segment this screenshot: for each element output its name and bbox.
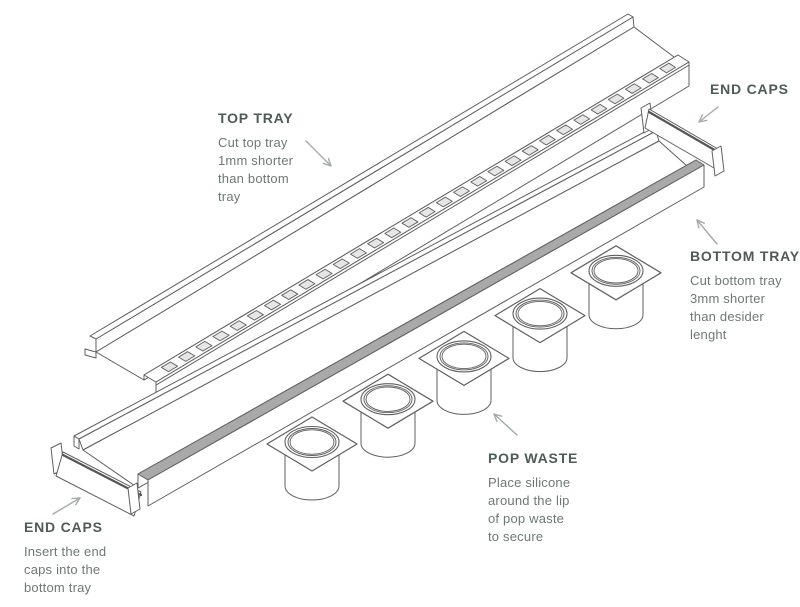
pop-waste-rim bbox=[360, 383, 416, 416]
arrow-pop-waste-head bbox=[493, 413, 503, 423]
end-cap-top-lip bbox=[647, 110, 720, 154]
top-tray-slot bbox=[418, 206, 436, 218]
arrow-end-caps-top-head bbox=[698, 114, 708, 123]
arrow-top-tray bbox=[305, 140, 332, 167]
pop-waste-rim bbox=[591, 256, 641, 285]
end-cap-top-right-ear bbox=[711, 145, 725, 177]
pop-waste-rim bbox=[588, 254, 644, 287]
top-tray-slot bbox=[624, 83, 642, 94]
pop-waste-rim bbox=[517, 300, 563, 327]
top-tray-slot bbox=[212, 330, 230, 342]
top-tray-rail-foot bbox=[84, 348, 97, 359]
top-tray-slot bbox=[160, 361, 179, 373]
top-tray-slot bbox=[556, 124, 573, 136]
top-tray-slot bbox=[384, 227, 402, 239]
end-cap-top-right bbox=[640, 102, 725, 177]
label-pop-waste: POP WASTE Place silicone around the lip … bbox=[488, 450, 608, 546]
label-end-caps-top: END CAPS bbox=[710, 81, 789, 97]
top-tray-slot bbox=[281, 289, 299, 300]
end-cap-bottom-right-ear bbox=[127, 482, 141, 515]
top-tray-slot bbox=[246, 310, 264, 321]
top-tray-slot bbox=[470, 176, 488, 187]
label-end-caps-bottom-body: Insert the end caps into the bottom tray bbox=[24, 544, 107, 595]
top-tray-slot bbox=[659, 62, 676, 74]
pop-waste-rim bbox=[439, 342, 489, 371]
top-tray-slot bbox=[642, 73, 659, 84]
pop-waste-rim bbox=[287, 428, 337, 456]
top-tray-wall-edge-line bbox=[155, 64, 690, 386]
pop-waste-rim bbox=[284, 425, 340, 459]
pop-waste-rim bbox=[441, 343, 487, 370]
top-tray-slot bbox=[349, 248, 367, 259]
pop-waste-rim bbox=[515, 299, 565, 328]
bottom-tray bbox=[73, 127, 705, 507]
arrow-pop-waste bbox=[493, 413, 518, 436]
label-bottom-tray: BOTTOM TRAY Cut bottom tray 3mm shorter … bbox=[690, 248, 800, 344]
top-tray-slot bbox=[298, 279, 316, 290]
top-tray-slot bbox=[590, 103, 608, 115]
pop-waste-rim bbox=[593, 258, 639, 284]
pop-waste-5 bbox=[570, 245, 662, 330]
top-tray-slot bbox=[195, 340, 213, 352]
pop-waste-3 bbox=[418, 330, 510, 415]
label-pop-waste-title: POP WASTE bbox=[488, 450, 579, 466]
top-tray-slot bbox=[539, 134, 556, 146]
top-tray-slot bbox=[453, 186, 470, 197]
top-tray-slot bbox=[487, 165, 505, 177]
arrow-end-caps-bottom-head bbox=[71, 497, 81, 506]
label-end-caps-bottom-title: END CAPS bbox=[24, 519, 103, 535]
label-top-tray-body: Cut top tray 1mm shorter than bottom tra… bbox=[218, 135, 294, 204]
top-tray-slot bbox=[435, 196, 453, 208]
top-tray-slot bbox=[332, 258, 350, 270]
pop-waste-rim bbox=[363, 385, 413, 414]
arrow-bottom-tray-head bbox=[696, 219, 706, 229]
pop-waste-rim bbox=[512, 297, 568, 330]
arrow-bottom-tray bbox=[696, 219, 718, 245]
top-tray-slot bbox=[264, 299, 282, 311]
bottom-tray-near-wall bbox=[147, 164, 705, 507]
annotation-arrows bbox=[52, 106, 719, 515]
top-tray-slot bbox=[315, 268, 333, 280]
top-tray bbox=[84, 13, 690, 407]
label-top-tray-title: TOP TRAY bbox=[218, 110, 294, 126]
top-tray-slot bbox=[573, 114, 591, 125]
pop-waste-2 bbox=[342, 373, 434, 458]
top-tray-slot bbox=[401, 217, 419, 228]
top-tray-slot bbox=[178, 351, 196, 362]
pop-waste-4 bbox=[494, 288, 586, 373]
pop-waste-rim bbox=[365, 386, 411, 412]
top-tray-slot bbox=[504, 155, 522, 167]
top-tray-rail-flange bbox=[89, 13, 634, 340]
pop-waste-rim bbox=[289, 429, 335, 455]
top-tray-slot bbox=[367, 237, 385, 249]
label-end-caps-bottom: END CAPS Insert the end caps into the bo… bbox=[24, 519, 144, 597]
pop-waste-1 bbox=[266, 416, 358, 501]
pop-waste-rim bbox=[436, 340, 492, 373]
label-top-tray: TOP TRAY Cut top tray 1mm shorter than b… bbox=[218, 110, 348, 206]
arrow-top-tray-head bbox=[322, 157, 332, 167]
top-tray-slot bbox=[229, 320, 247, 331]
label-bottom-tray-title: BOTTOM TRAY bbox=[690, 248, 800, 264]
arrow-end-caps-bottom bbox=[52, 497, 81, 515]
label-bottom-tray-body: Cut bottom tray 3mm shorter than desider… bbox=[690, 273, 782, 342]
label-pop-waste-body: Place silicone around the lip of pop was… bbox=[488, 475, 571, 544]
top-tray-slot bbox=[607, 93, 625, 105]
top-tray-slot bbox=[521, 145, 539, 156]
end-cap-bottom-left bbox=[50, 442, 143, 517]
arrow-end-caps-top bbox=[698, 106, 719, 123]
label-end-caps-top-title: END CAPS bbox=[710, 81, 789, 97]
end-cap-bottom-plate bbox=[55, 451, 142, 517]
